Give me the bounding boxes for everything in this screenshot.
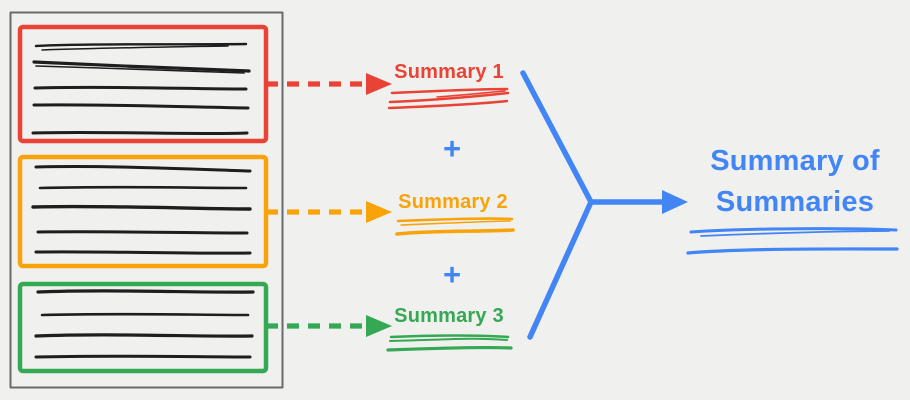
plus-sign: +	[442, 131, 462, 166]
handwritten-text-lines	[31, 42, 251, 136]
plus-sign: +	[442, 257, 462, 292]
summary-3-label: Summary 3	[394, 305, 504, 327]
handwritten-text-lines	[34, 289, 255, 359]
red-dashed-arrow	[266, 73, 392, 95]
doc-section-green	[17, 281, 269, 374]
summary-2-scribble	[395, 217, 515, 236]
orange-section-box	[17, 154, 269, 269]
arrowhead	[366, 315, 392, 337]
doc-section-orange	[17, 154, 269, 269]
summary-3-scribble	[386, 334, 513, 352]
source-document	[9, 11, 284, 389]
merge-line-bottom	[527, 199, 594, 340]
arrowhead	[366, 201, 392, 223]
document-outline	[9, 11, 284, 389]
arrowhead	[366, 73, 392, 95]
summary-2-label: Summary 2	[398, 191, 508, 213]
summary-1-scribble	[387, 87, 510, 110]
final-summary-scribble	[686, 227, 899, 255]
doc-section-red	[17, 24, 269, 144]
merge-line-top	[520, 70, 594, 205]
arrowhead	[662, 190, 688, 214]
handwritten-text-lines	[31, 164, 252, 255]
green-dashed-arrow	[266, 315, 392, 337]
summary-1-label: Summary 1	[394, 61, 504, 83]
summary-of-summaries-label: Summary of Summaries	[710, 145, 880, 219]
orange-dashed-arrow	[266, 201, 392, 223]
merge-arrow	[520, 70, 688, 340]
